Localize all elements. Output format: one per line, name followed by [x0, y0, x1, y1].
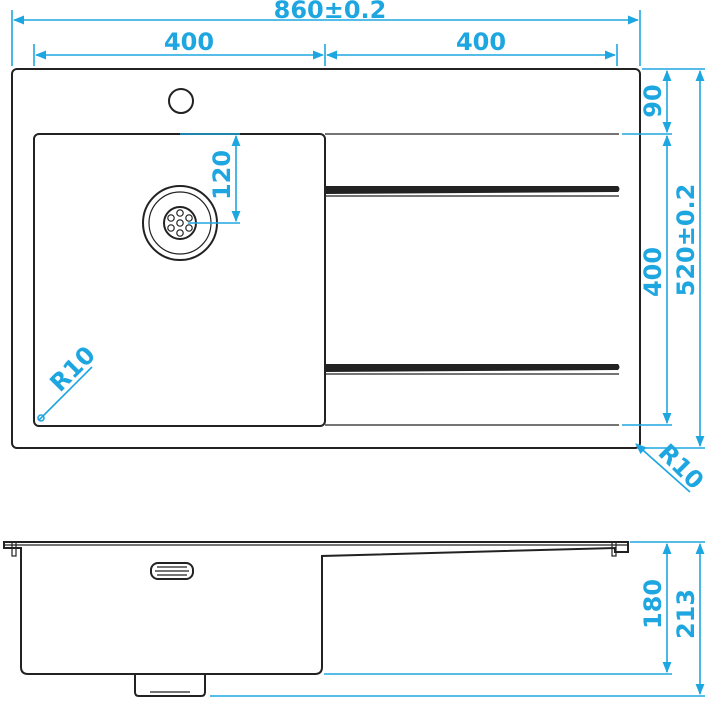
dimension-label-drain-offset: 120: [208, 150, 236, 200]
drain-body: [134, 674, 206, 697]
drainboard-rib-lower: [325, 364, 620, 375]
dimension-label-top-margin: 90: [639, 84, 667, 117]
dimension-inner-radius: R10: [37, 341, 101, 422]
dimension-label-right-width: 400: [456, 28, 506, 56]
dimension-outer-radius: R10: [635, 438, 709, 495]
rim-outline: [3, 541, 629, 675]
dimension-drain-offset: 120: [180, 133, 241, 224]
bowl-outline: [33, 133, 326, 427]
dimension-label-bowl-depth: 180: [639, 579, 667, 629]
side-view: [3, 541, 629, 697]
dimension-left-right-widths: 400 400: [33, 28, 618, 66]
tap-hole-icon: [168, 88, 194, 114]
dimension-label-bowl-height: 400: [639, 247, 667, 297]
dimension-overall-width: 860±0.2: [11, 0, 641, 66]
overflow-icon: [150, 562, 194, 580]
dimension-label-left-width: 400: [164, 28, 214, 56]
dimension-right-verticals: 90 400 520±0.2: [622, 68, 705, 449]
dimension-label-total-depth: 213: [672, 589, 700, 639]
dimension-label-overall-height: 520±0.2: [672, 184, 700, 297]
dimension-label-overall-width: 860±0.2: [274, 0, 387, 24]
drainboard-rib-upper: [325, 186, 620, 197]
sink-outline: [11, 68, 641, 449]
dimension-label-inner-radius: R10: [44, 341, 100, 397]
top-view: [11, 68, 641, 449]
dimension-label-outer-radius: R10: [653, 438, 709, 494]
rim-clip-right: [611, 541, 617, 557]
rim-clip-left: [11, 541, 17, 557]
dimension-depths: 180 213: [210, 541, 705, 697]
